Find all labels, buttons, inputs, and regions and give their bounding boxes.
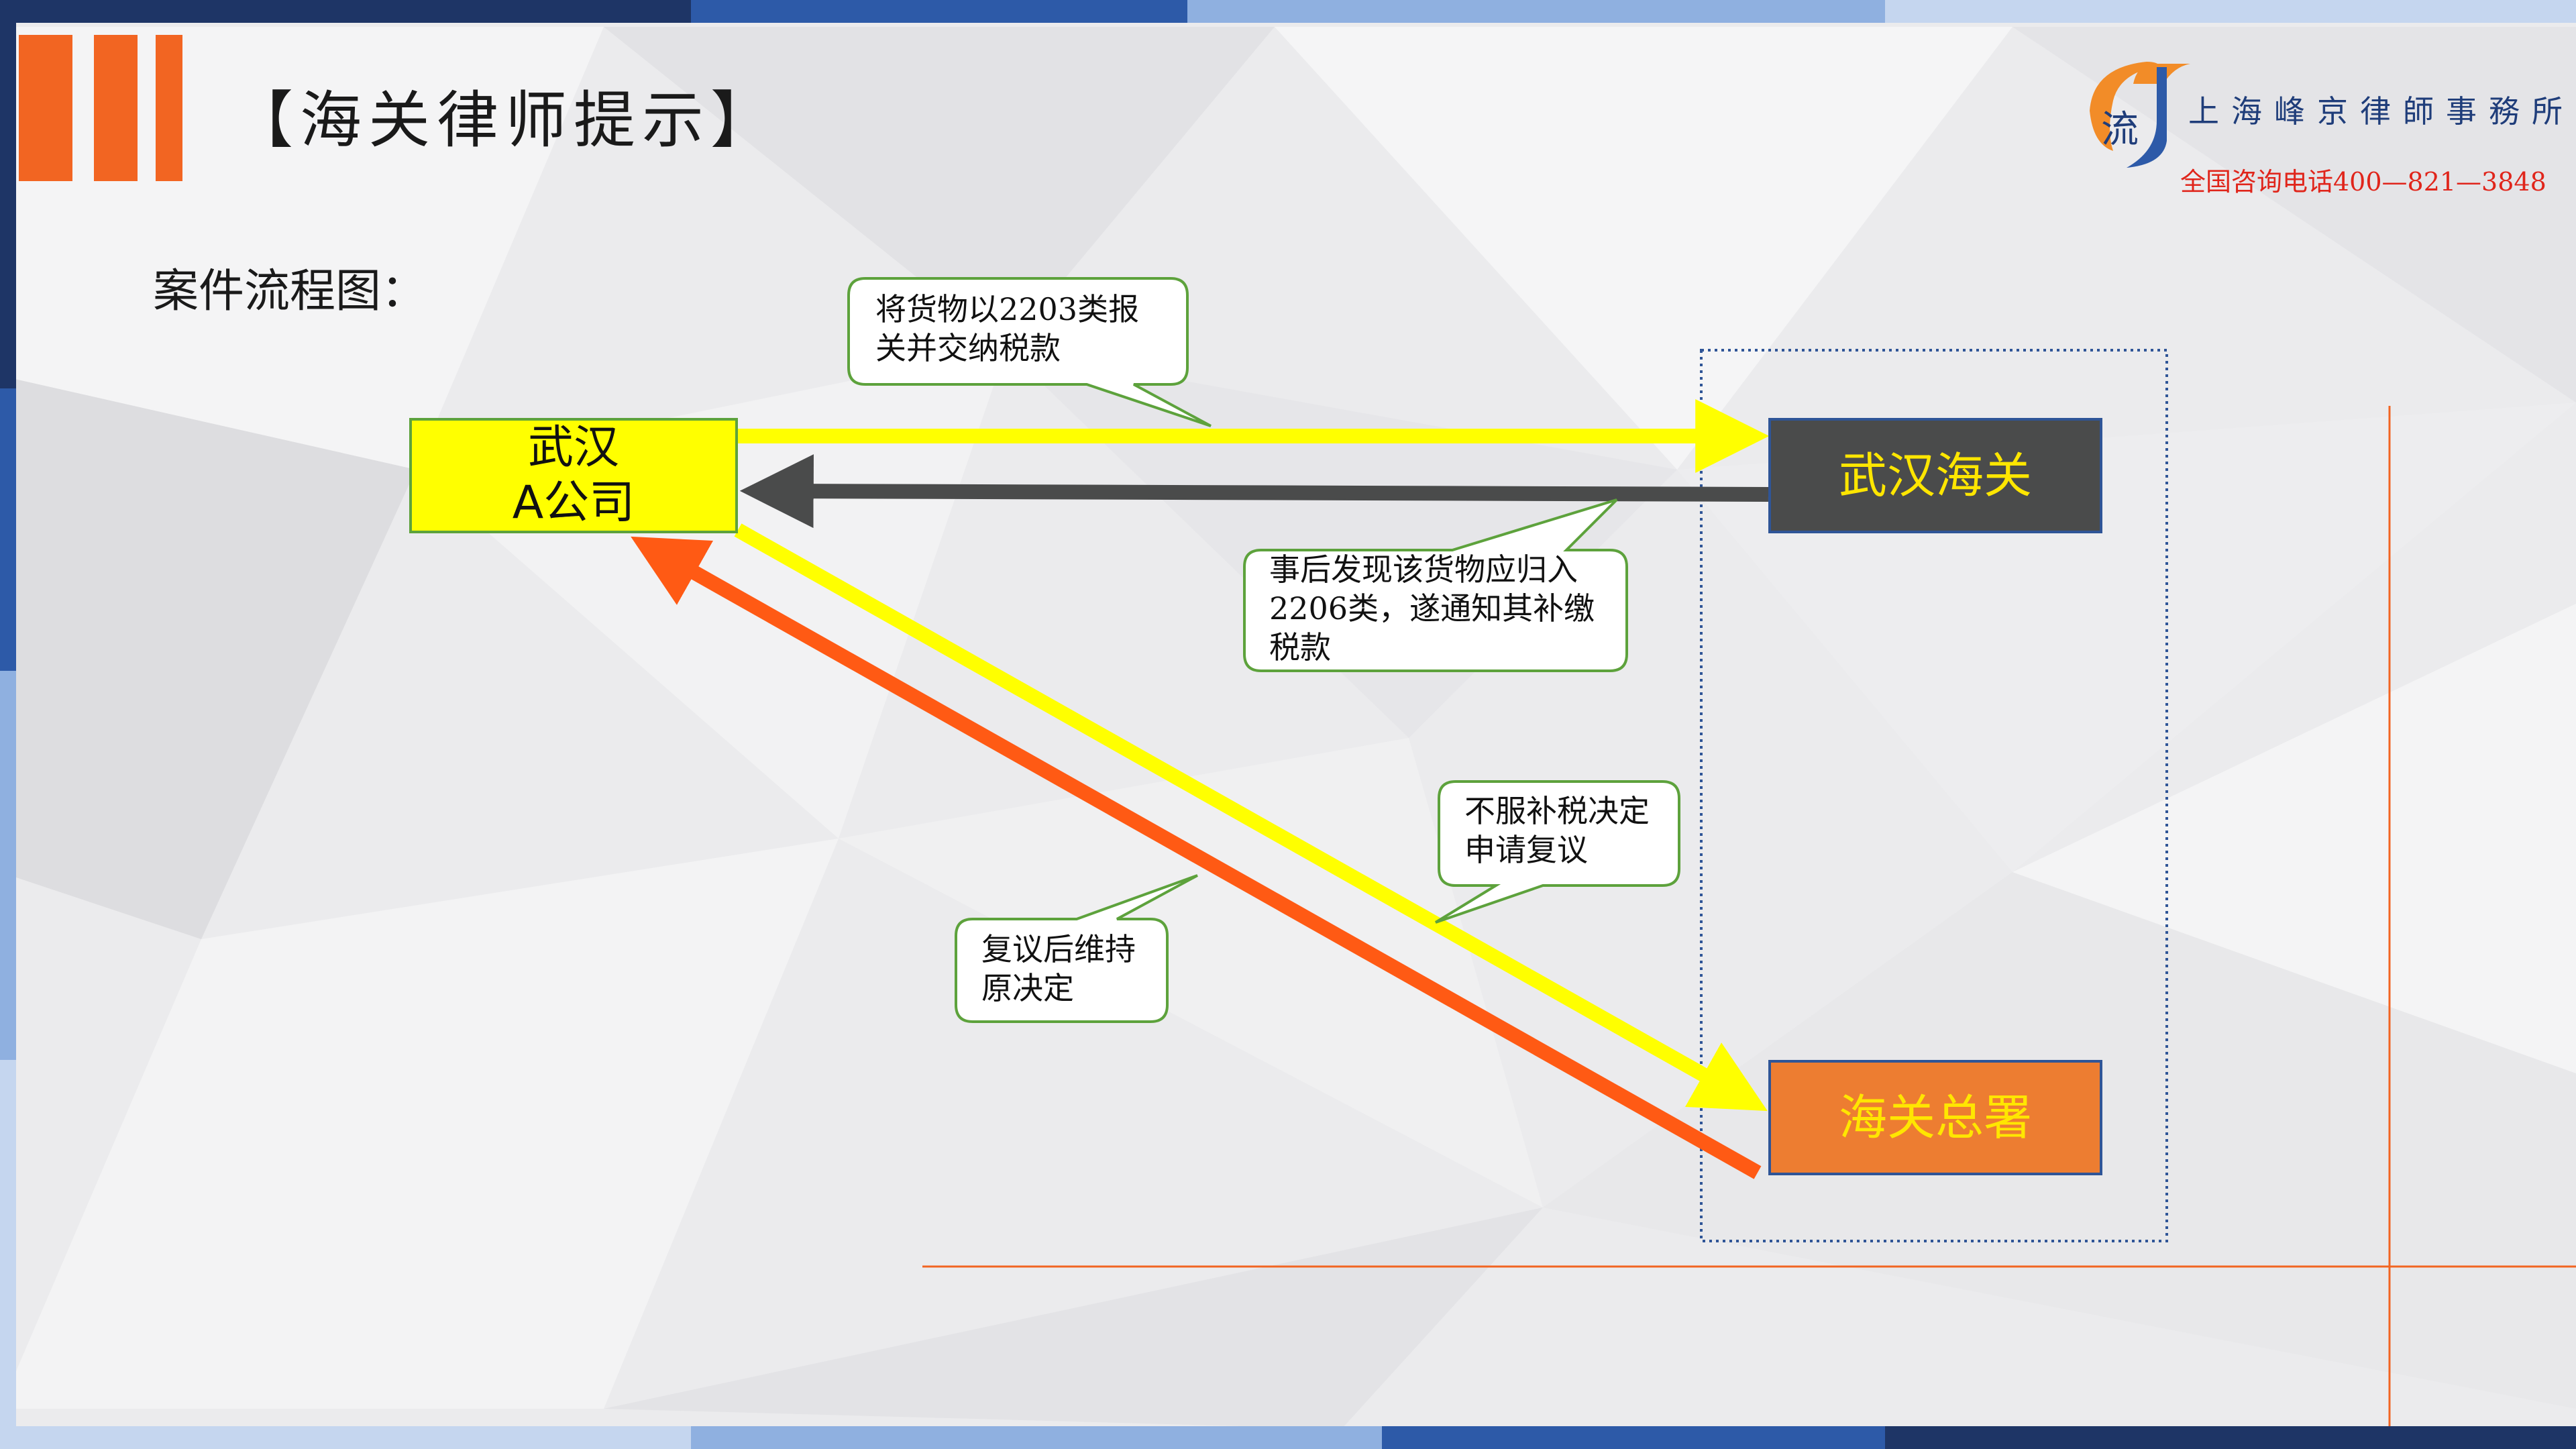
callout-reclassify-line1: 事后发现该货物应归入 <box>1269 551 1578 588</box>
diagram-subtitle: 案件流程图： <box>153 265 427 318</box>
node-wuhan-a-company: 武汉 A公司 <box>409 418 738 533</box>
firm-phone: 全国咨询电话400—821—3848 <box>2180 167 2546 197</box>
node-wuhan-customs-label: 武汉海关 <box>1838 447 2032 504</box>
callout-appeal: 不服补税决定 申请复议 <box>1464 792 1650 869</box>
callout-declare-line1: 将货物以2203类报 <box>875 291 1140 327</box>
callout-declare: 将货物以2203类报 关并交纳税款 <box>875 290 1139 368</box>
callout-reclassify-line3: 税款 <box>1269 629 1331 665</box>
node-wuhan-customs: 武汉海关 <box>1768 418 2102 533</box>
callout-appeal-line1: 不服补税决定 <box>1464 793 1650 829</box>
node-gac-label: 海关总署 <box>1838 1089 2032 1146</box>
callout-reclassify-line2: 2206类，遂通知其补缴 <box>1269 590 1595 627</box>
callout-declare-line2: 关并交纳税款 <box>875 330 1061 366</box>
node-general-administration-of-customs: 海关总署 <box>1768 1060 2102 1175</box>
callout-upheld-line1: 复议后维持 <box>981 931 1136 967</box>
page-title: 【海关律师提示】 <box>231 85 780 156</box>
callout-reclassify: 事后发现该货物应归入 2206类，遂通知其补缴 税款 <box>1269 550 1595 667</box>
callout-upheld-line2: 原决定 <box>981 970 1074 1006</box>
firm-logo: 流 <box>2101 108 2139 152</box>
callout-upheld: 复议后维持 原决定 <box>981 930 1136 1008</box>
callout-appeal-line2: 申请复议 <box>1464 832 1588 868</box>
node-company-line2: A公司 <box>512 476 635 529</box>
firm-name: 上海峰京律師事務所 <box>2188 93 2575 129</box>
node-company-line1: 武汉 <box>527 421 619 475</box>
